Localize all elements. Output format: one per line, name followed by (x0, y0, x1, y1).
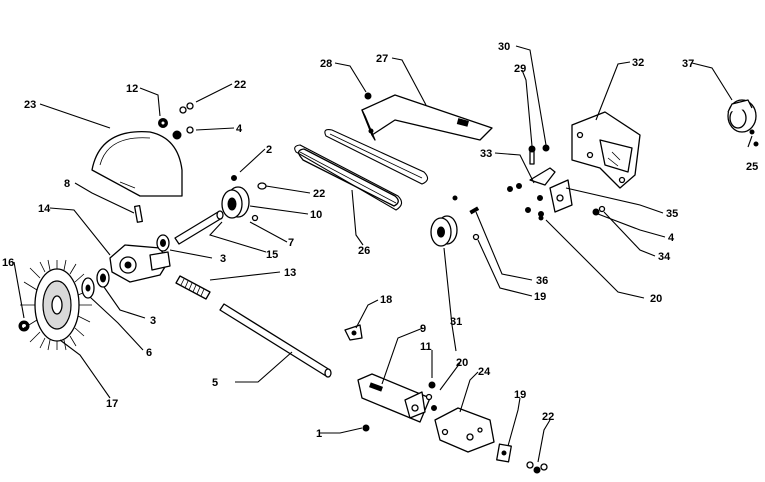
callout-33: 33 (480, 148, 492, 160)
callout-18: 18 (380, 294, 392, 306)
callout-17: 17 (106, 398, 118, 410)
part-2-key (231, 175, 237, 181)
leader-lines (13, 45, 753, 463)
part-26-belt (294, 144, 403, 211)
callout-20-right: 20 (650, 293, 662, 305)
callout-28: 28 (320, 58, 332, 70)
part-3-spacer-lower (96, 268, 110, 288)
callout-6: 6 (146, 347, 152, 359)
callout-16: 16 (2, 257, 14, 269)
part-4-washer-right (592, 208, 600, 216)
callout-9: 9 (420, 323, 426, 335)
part-30-bolt (542, 144, 550, 152)
callout-2: 2 (266, 144, 272, 156)
part-4-washer-upper (172, 126, 194, 140)
callout-13: 13 (284, 267, 296, 279)
callout-22-upper: 22 (234, 79, 246, 91)
part-8-pin (133, 204, 143, 223)
callout-19-lower: 19 (514, 389, 526, 401)
callout-14: 15 (266, 249, 278, 261)
callout-12: 12 (126, 83, 138, 95)
part-35-bracket (525, 179, 573, 217)
part-22-chain (526, 461, 548, 474)
part-1-screw (362, 424, 370, 432)
callout-19-upper: 19 (534, 291, 546, 303)
callout-11: 11 (420, 341, 432, 353)
callout-27: 27 (376, 53, 388, 65)
callout-15: 14 (38, 203, 51, 215)
part-33-bracket (507, 167, 556, 192)
part-37-cap (727, 99, 757, 133)
part-27-belt-cover (361, 94, 493, 141)
callout-3-lower: 3 (150, 315, 156, 327)
part-12-nut (158, 118, 168, 128)
part-20-nut-lower (425, 393, 437, 411)
part-28-screw (364, 92, 372, 100)
part-18-clip (344, 324, 363, 341)
callout-37: 37 (682, 58, 694, 70)
callout-10: 10 (310, 209, 322, 221)
callout-30: 30 (498, 41, 510, 53)
callout-4-upper: 4 (236, 123, 243, 135)
callout-26: 26 (358, 245, 370, 257)
callout-8: 8 (64, 178, 70, 190)
part-16-nut (18, 320, 30, 332)
part-20-nut-right (538, 215, 544, 221)
part-34-nut (598, 205, 606, 213)
part-22-bolt-upper (179, 102, 194, 114)
callout-21: 22 (313, 188, 325, 200)
part-10-pulley (221, 186, 250, 219)
part-14-arbor-shaft (174, 210, 224, 245)
part-25-screw (749, 129, 759, 147)
part-32-mount-bracket (571, 111, 641, 189)
part-11-nut (428, 381, 436, 389)
part-21-set-screw (257, 182, 267, 190)
part-15-bearing-housing (109, 244, 171, 283)
part-23-wheel-guard (91, 131, 183, 197)
callout-24: 24 (478, 366, 491, 378)
callout-36: 36 (536, 275, 548, 287)
part-13-sleeve (175, 275, 211, 300)
part-24-plate (434, 407, 495, 453)
callout-29: 29 (514, 63, 526, 75)
part-29-bolt (528, 145, 536, 165)
part-9-bracket (357, 373, 431, 423)
part-17-wire-brush (20, 259, 92, 351)
part-3-spacer-upper (156, 234, 170, 252)
callout-32: 32 (632, 57, 644, 69)
callout-34: 34 (658, 251, 671, 263)
callout-labels: 23 12 22 4 8 14 16 17 6 3 3 15 7 2 22 10… (2, 41, 758, 440)
callout-20-lower: 20 (456, 357, 468, 369)
part-dot-upper (452, 195, 458, 201)
part-26-belt-upper (324, 129, 429, 185)
callout-7: 7 (288, 237, 294, 249)
callout-4-right: 4 (668, 232, 675, 244)
callout-35: 35 (666, 208, 678, 220)
callout-3-upper: 3 (220, 253, 226, 265)
part-31-pulley (430, 215, 458, 247)
callout-25: 25 (746, 161, 758, 173)
callout-31: 31 (450, 316, 462, 328)
callout-1: 1 (316, 428, 322, 440)
part-5-axle (219, 303, 332, 378)
part-36-key (469, 206, 480, 215)
callout-23: 23 (24, 99, 36, 111)
callout-5: 5 (212, 377, 218, 389)
part-7-washer (251, 214, 259, 222)
part-19-plate (496, 443, 512, 463)
part-19-screw-upper (472, 233, 480, 241)
callout-22-lower: 22 (542, 411, 554, 423)
part-6-flange-washer (81, 277, 95, 299)
